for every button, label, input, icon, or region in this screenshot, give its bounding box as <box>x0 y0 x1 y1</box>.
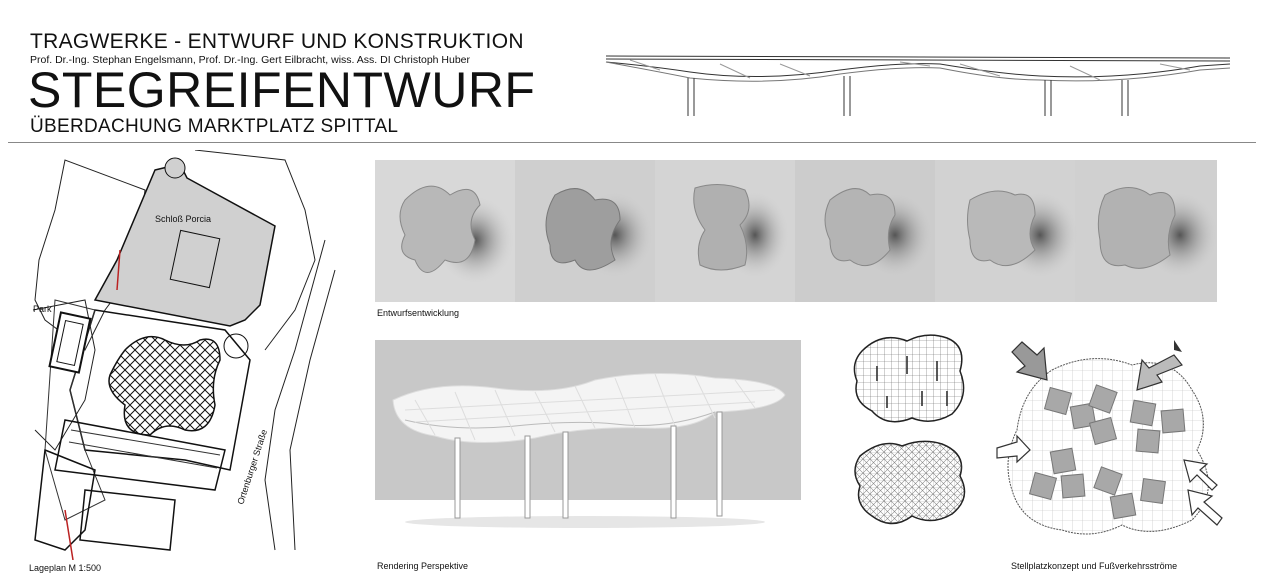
plan-columns <box>853 334 965 423</box>
street-label: Ortenburger Straße <box>235 428 269 505</box>
elevation-sketch <box>605 55 1231 116</box>
site-plan: Schloß Porcia Park Ortenburger Straße <box>32 150 336 560</box>
model-photo-strip <box>375 160 1217 302</box>
roof-plan <box>108 335 221 436</box>
park-label: Park <box>33 304 52 314</box>
rendering-perspective <box>375 340 801 532</box>
castle-label: Schloß Porcia <box>155 214 211 224</box>
course-title: TRAGWERKE - ENTWURF UND KONSTRUKTION <box>30 30 524 53</box>
development-caption: Entwurfsentwicklung <box>377 308 460 318</box>
subtitle: ÜBERDACHUNG MARKTPLATZ SPITTAL <box>30 116 399 137</box>
grid-plans <box>853 334 966 525</box>
main-title: STEGREIFENTWURF <box>28 62 536 118</box>
header-divider <box>8 142 1256 143</box>
site-plan-caption: Lageplan M 1:500 <box>29 563 102 573</box>
stall-concept-plan <box>996 340 1223 535</box>
rendering-caption: Rendering Perspektive <box>377 561 469 571</box>
concept-caption: Stellplatzkonzept und Fußverkehrsströme <box>1011 561 1178 571</box>
castle-building <box>93 163 276 327</box>
authors-line: Prof. Dr.-Ing. Stephan Engelsmann, Prof.… <box>30 54 471 66</box>
